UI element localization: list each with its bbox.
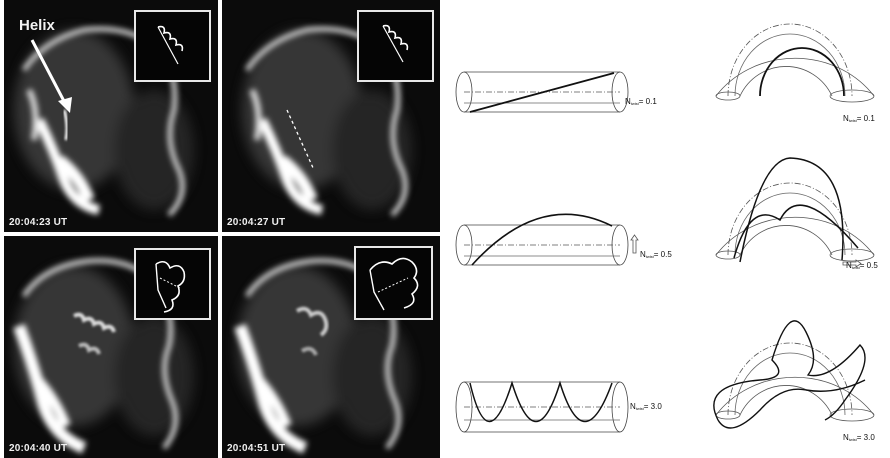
n-twist-label-cyl-3: Ntwist= 3.0 xyxy=(630,402,662,411)
n-twist-label-torus-3: Ntwist= 3.0 xyxy=(843,433,875,442)
n-twist-label-torus-1: Ntwist= 0.1 xyxy=(843,114,875,123)
torus-diagram-1 xyxy=(716,24,874,102)
cylinder-diagram-2 xyxy=(456,214,628,265)
cylinder-diagram-1 xyxy=(456,72,628,112)
n-twist-label-torus-2: Ntwist= 0.5 xyxy=(846,261,878,270)
torus-diagram-2 xyxy=(716,158,874,262)
n-twist-label-cyl-1: Ntwist= 0.1 xyxy=(625,97,657,106)
torus-diagram-3 xyxy=(714,321,874,428)
up-arrow-icon xyxy=(631,235,638,253)
cylinder-diagram-3 xyxy=(456,382,628,432)
n-twist-label-cyl-2: Ntwist= 0.5 xyxy=(640,250,672,259)
